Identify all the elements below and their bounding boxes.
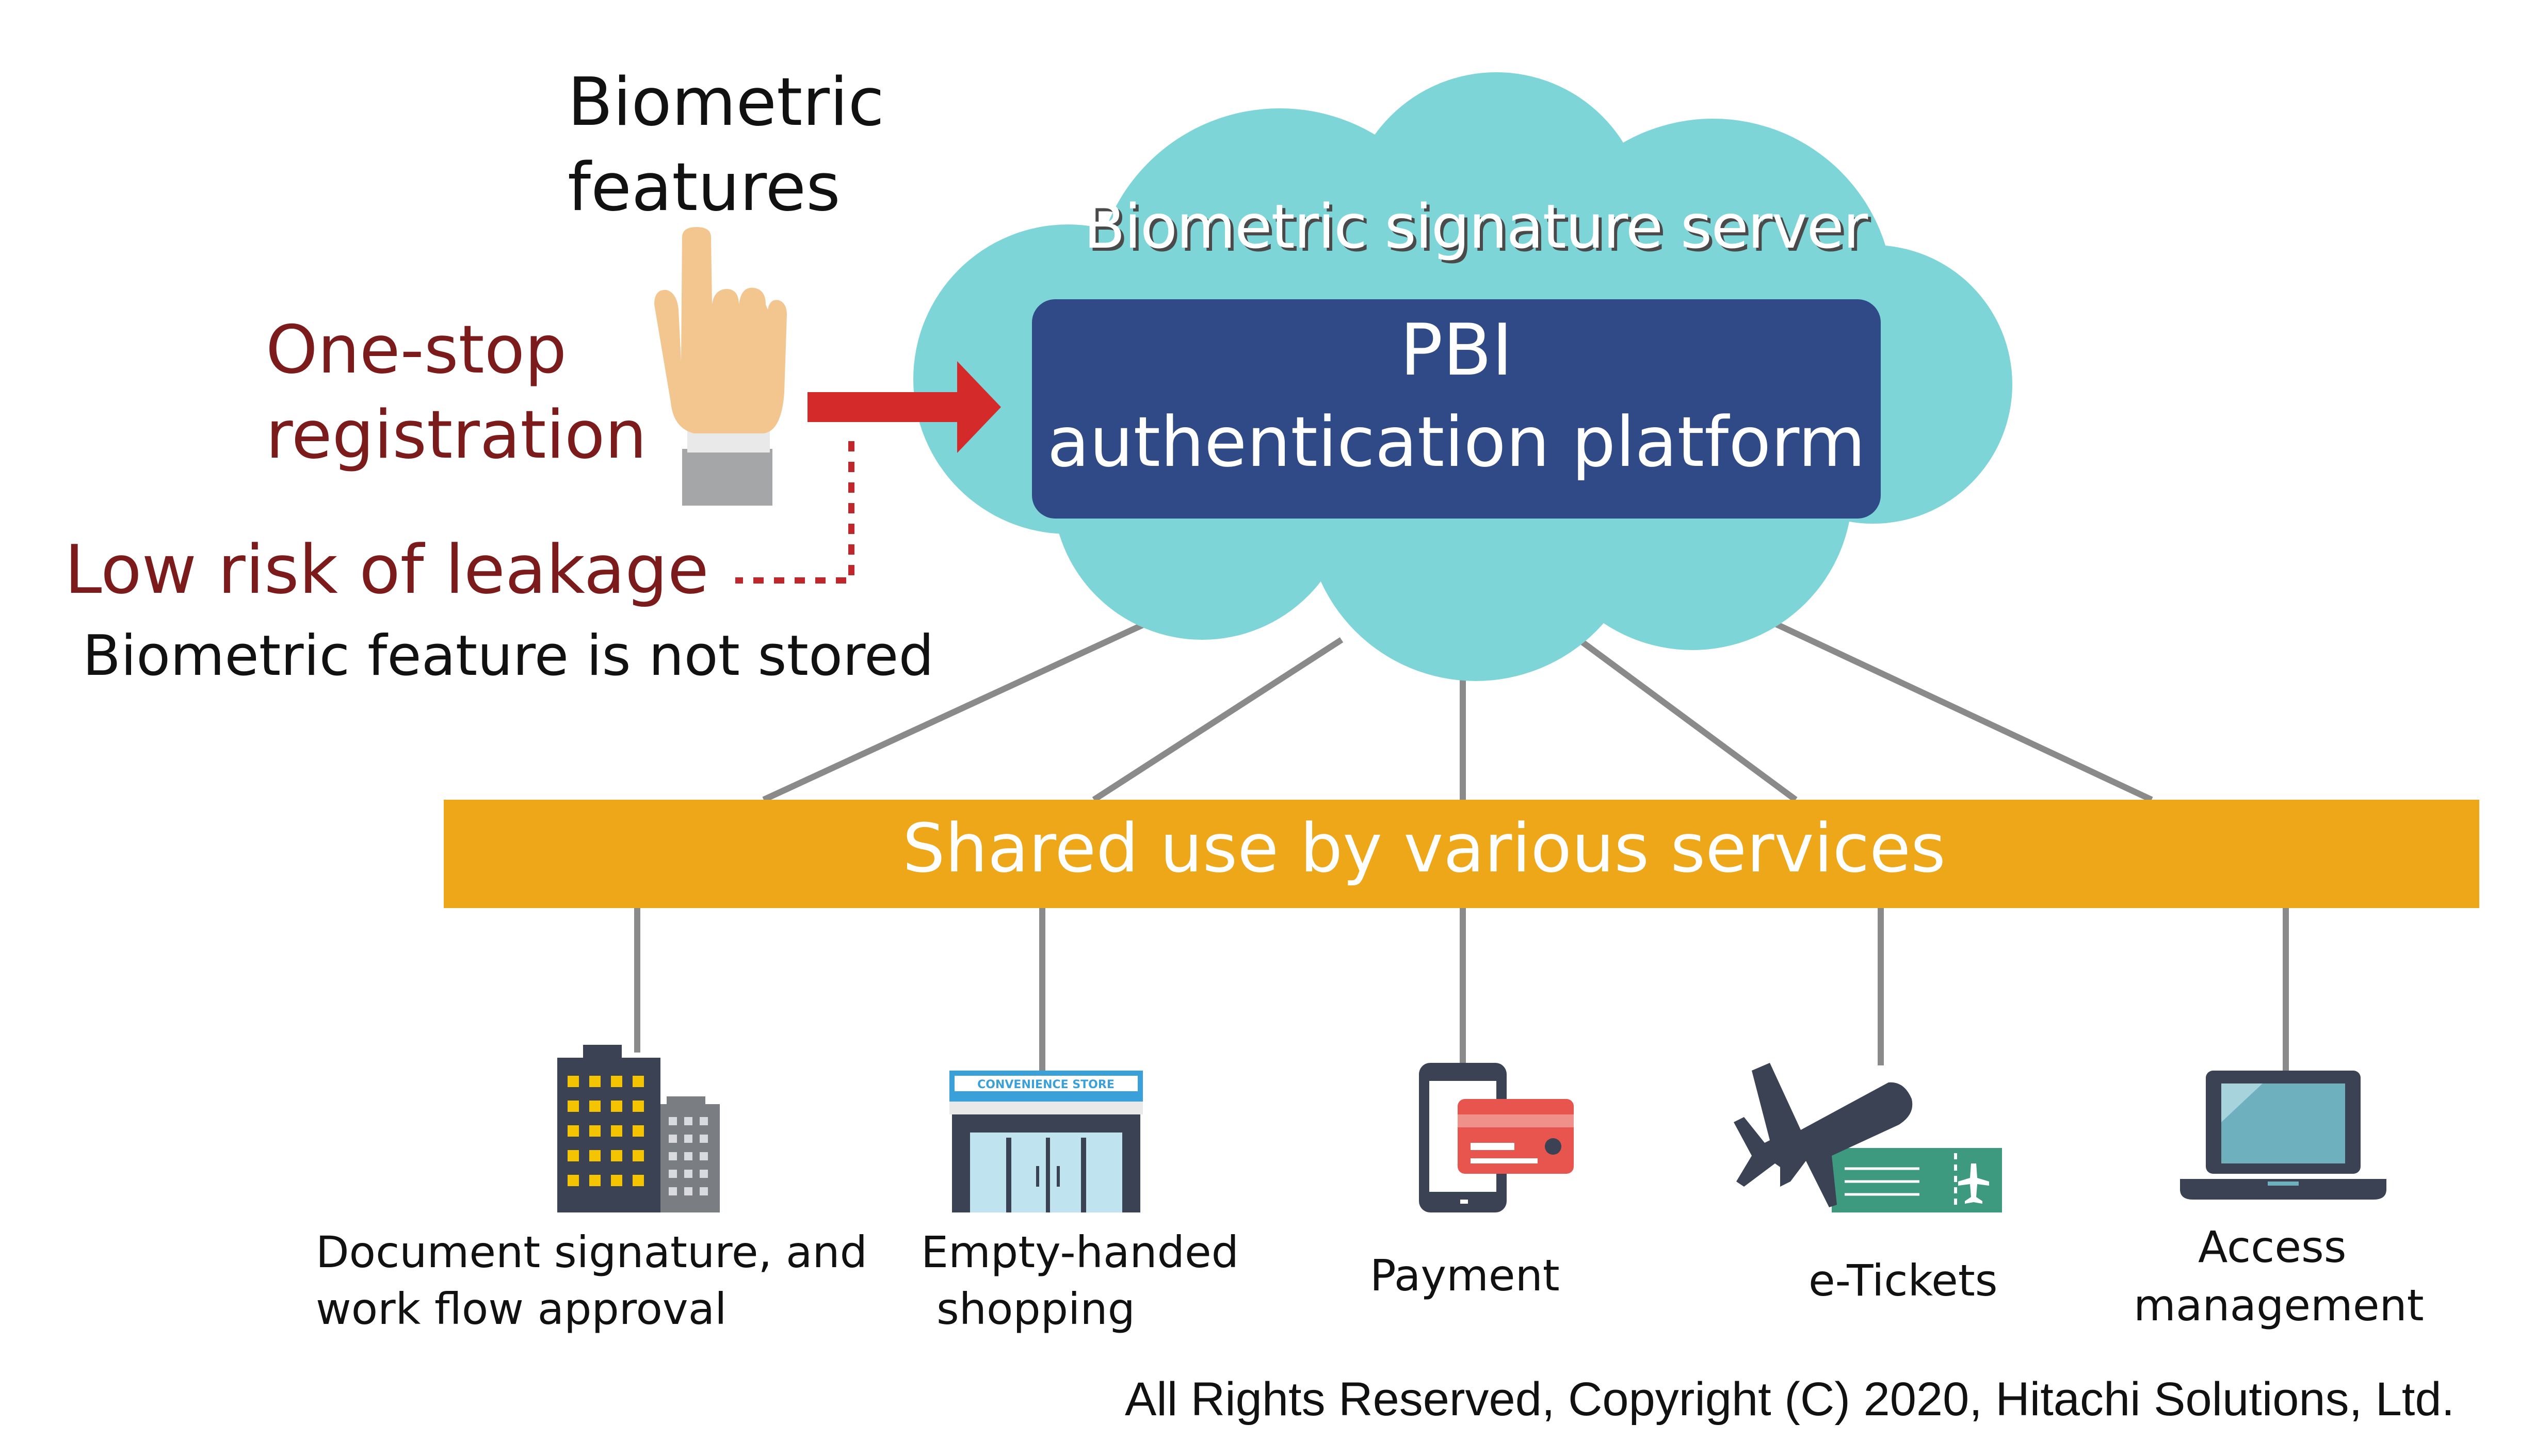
fingerprint-hand-icon [654, 227, 787, 506]
service-label-shopping-line2: shopping [937, 1284, 1135, 1334]
laptop-icon [2180, 1071, 2386, 1200]
service-label-access-line2: management [2134, 1280, 2424, 1331]
leakage-dotted-line [735, 441, 854, 584]
service-connectors [634, 908, 2289, 1073]
platform-box [1032, 299, 1881, 519]
biometric-features-label-line2: features [568, 149, 841, 226]
platform-label-line2: authentication platform [1047, 402, 1866, 482]
convenience-store-icon: CONVENIENCE STORE [949, 1071, 1143, 1212]
platform-label-line1: PBI [1400, 309, 1513, 392]
shared-band [444, 800, 2479, 908]
low-risk-label: Low risk of leakage [64, 530, 709, 609]
office-buildings-icon [557, 1045, 720, 1212]
service-label-access-line1: Access [2198, 1222, 2347, 1272]
airplane-ticket-icon [1734, 1063, 2002, 1212]
store-sign-text: CONVENIENCE STORE [977, 1078, 1115, 1091]
service-label-shopping-line1: Empty-handed [921, 1227, 1239, 1277]
copyright-notice: All Rights Reserved, Copyright (C) 2020,… [1125, 1373, 2455, 1426]
cloud-title: Biometric signature server [1084, 191, 1868, 262]
one-stop-label-line2: registration [266, 397, 647, 474]
not-stored-label: Biometric feature is not stored [83, 624, 934, 688]
shared-band-label: Shared use by various services [902, 809, 1946, 887]
service-label-etickets: e-Tickets [1809, 1255, 1998, 1306]
service-label-document-line2: work flow approval [316, 1284, 727, 1334]
one-stop-label-line1: One-stop [266, 312, 567, 389]
biometric-features-label-line1: Biometric [568, 64, 884, 141]
service-label-payment: Payment [1370, 1250, 1560, 1301]
registration-arrow [808, 361, 1001, 453]
smartphone-credit-card-icon [1419, 1063, 1574, 1212]
service-label-document-line1: Document signature, and [316, 1227, 867, 1277]
